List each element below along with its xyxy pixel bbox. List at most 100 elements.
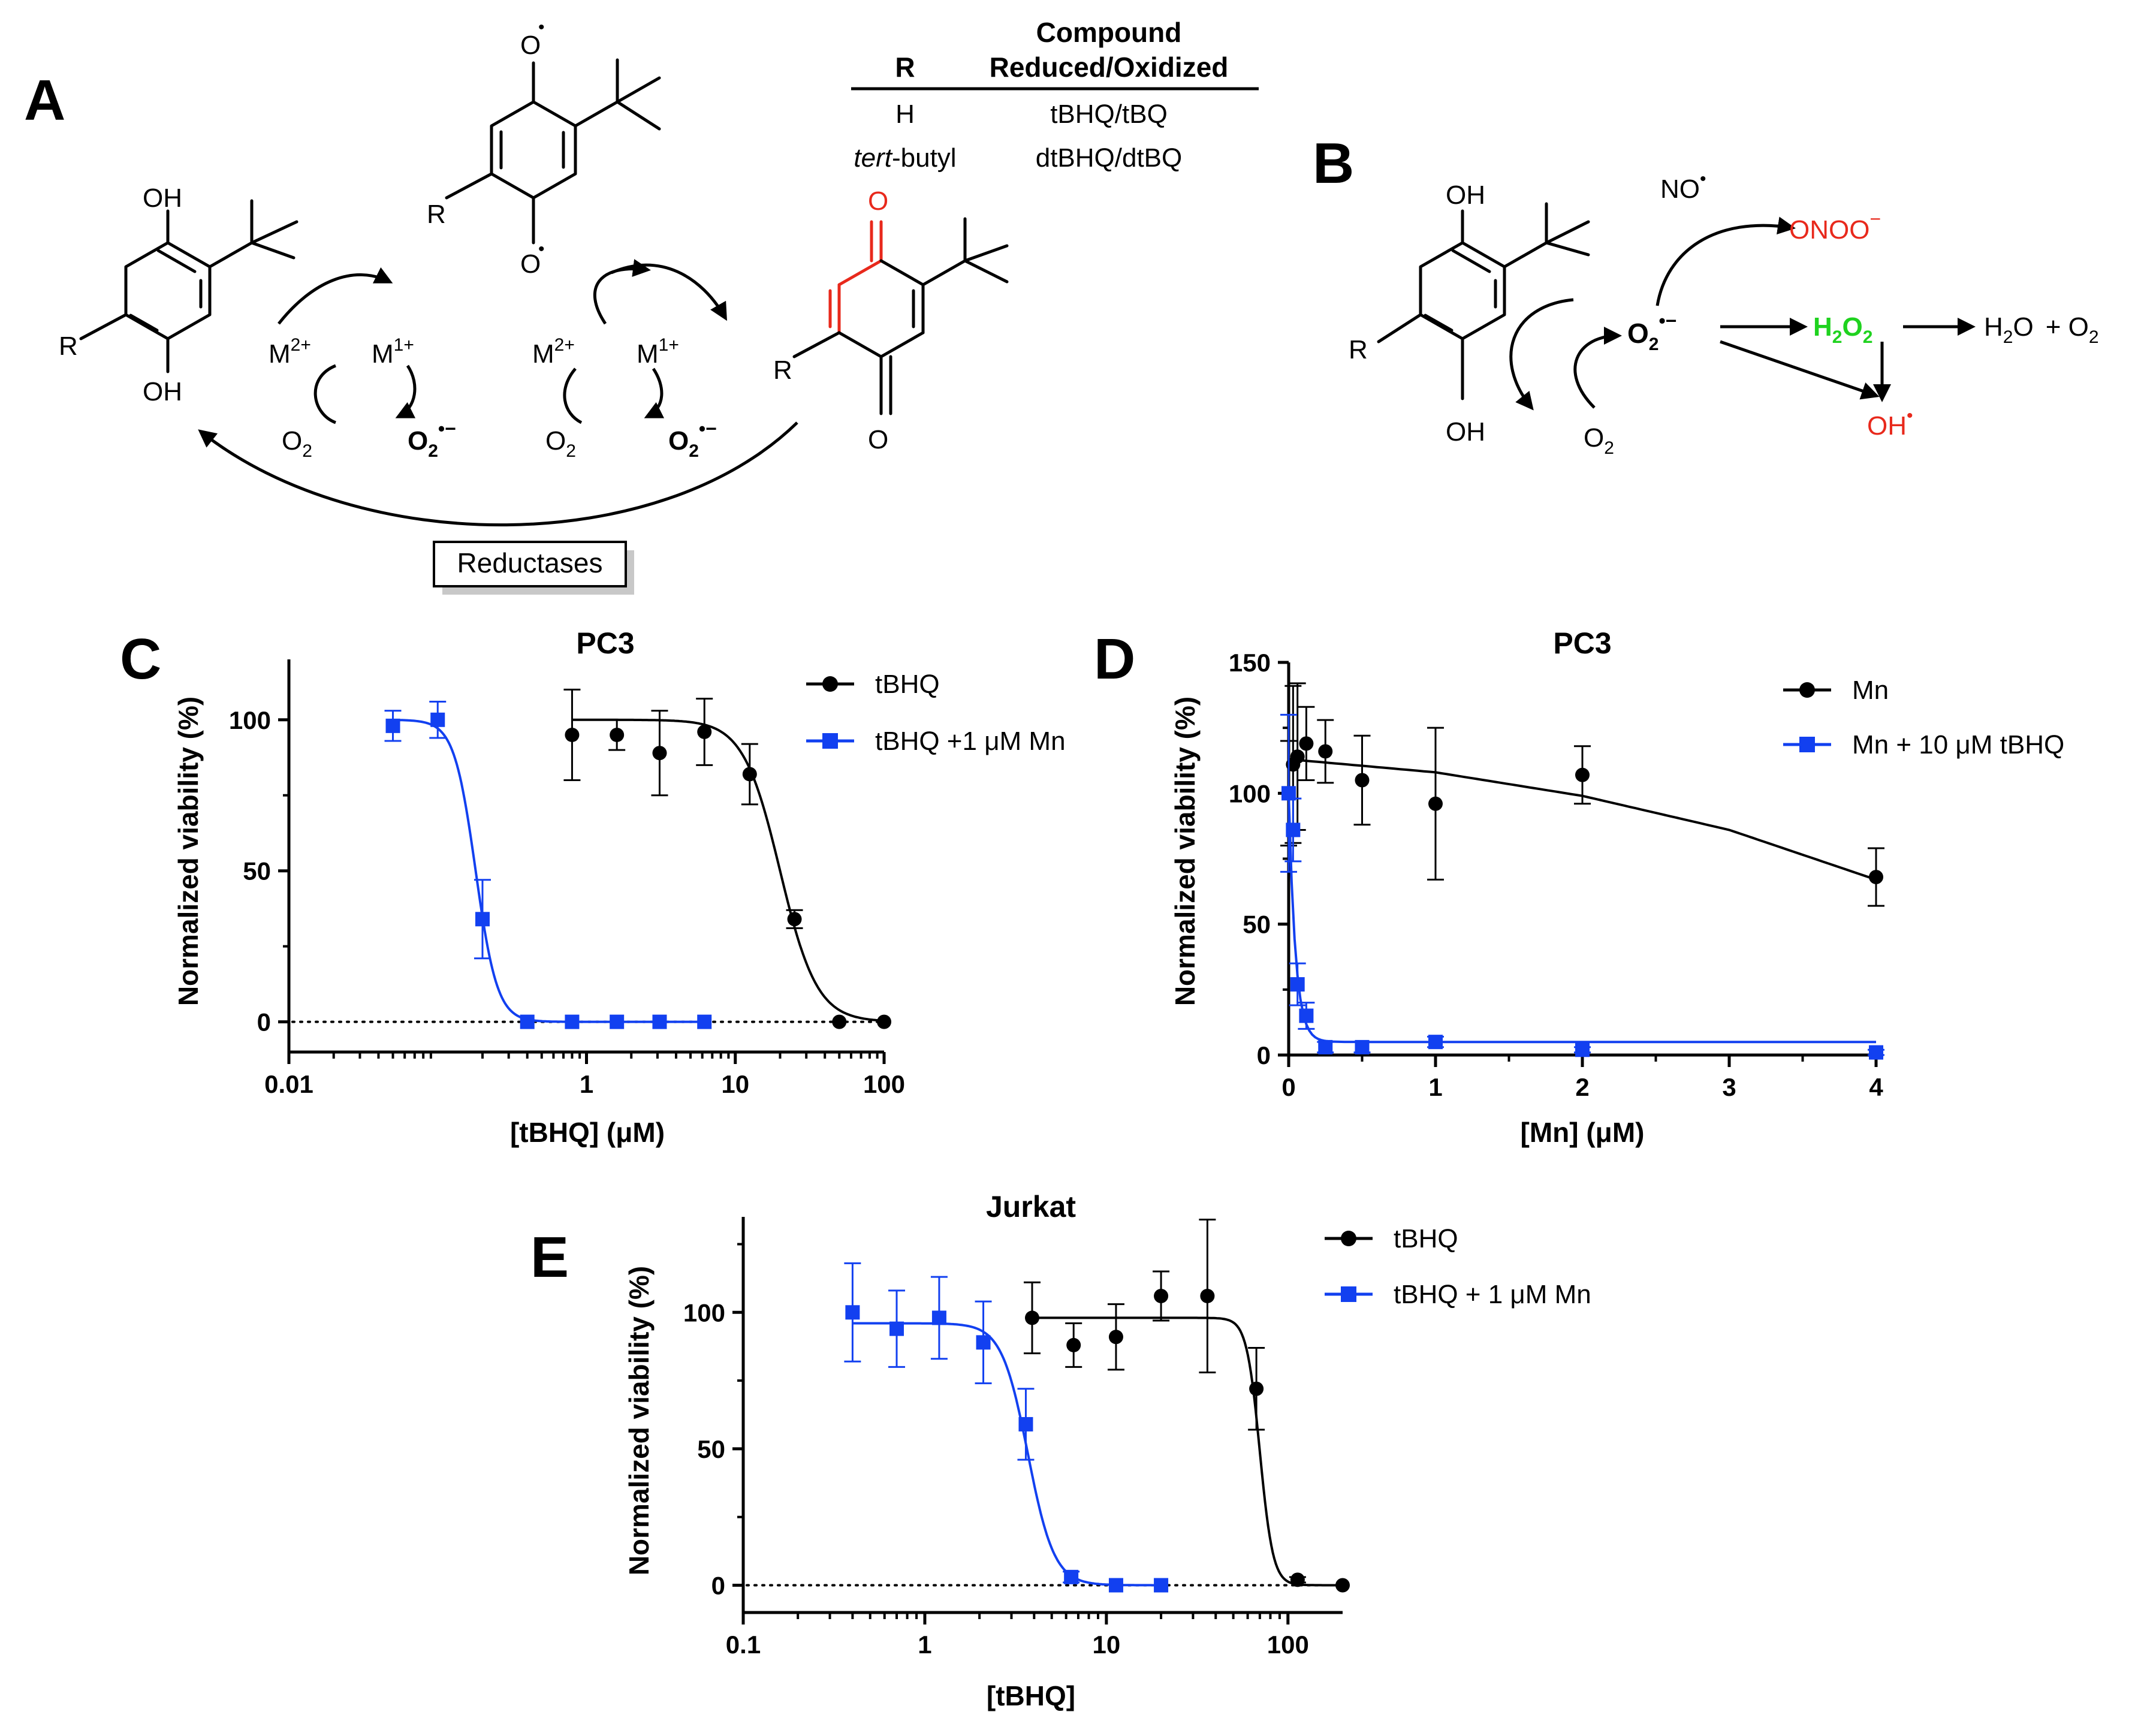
- data-point: [832, 1014, 847, 1029]
- data-point: [697, 1014, 712, 1029]
- superoxide-label: O2•−: [408, 418, 456, 461]
- quinone-structure: O O R: [773, 186, 1009, 454]
- data-point: [1355, 1039, 1370, 1054]
- chart-e-ylabel: Normalized viability (%): [623, 1266, 655, 1575]
- chart-e-title: Jurkat: [986, 1190, 1076, 1223]
- data-point: [742, 767, 757, 782]
- data-point: [889, 1321, 904, 1336]
- chart-e: E Jurkat Normalized viability (%) [tBHQ]…: [530, 1190, 1591, 1711]
- x-tick-label: 0.01: [264, 1070, 313, 1098]
- fit-curve: [572, 718, 885, 1022]
- data-point: [1355, 773, 1370, 788]
- data-point: [1428, 1035, 1443, 1050]
- o-label-bottom: O: [868, 425, 888, 454]
- oxidation-arrow: [1573, 327, 1622, 409]
- y-tick-label: 150: [1229, 649, 1271, 677]
- reduction-arrow: [1509, 298, 1574, 411]
- oh-label-bottom: OH: [1446, 417, 1485, 447]
- chart-c-ylabel: Normalized viability (%): [173, 697, 204, 1006]
- panel-letter-b: B: [1313, 131, 1354, 195]
- hydroquinone-structure: OH OH R: [59, 183, 298, 406]
- data-point: [610, 727, 625, 742]
- fit-curve: [1287, 793, 1876, 1044]
- data-point: [931, 1310, 946, 1325]
- panel-letter-d: D: [1094, 627, 1135, 691]
- scheme-b: B OH OH R O2 O2•− NO• ONOO− H2O2 H2O+ O2: [1313, 131, 2099, 458]
- table-row-r: tert-butyl: [854, 143, 956, 173]
- water-oxygen-label: H2O+ O2: [1984, 312, 2099, 347]
- y-tick-label: 100: [683, 1298, 725, 1327]
- data-point: [1154, 1578, 1169, 1593]
- data-point: [1869, 870, 1883, 885]
- panel-letter-a: A: [24, 68, 65, 132]
- data-point: [652, 746, 667, 761]
- x-tick-label: 1: [1428, 1073, 1442, 1101]
- panel-letter-e: E: [530, 1225, 569, 1289]
- data-point: [1318, 1039, 1333, 1054]
- reductase-arrow: [198, 421, 798, 527]
- oh-label-bottom: OH: [143, 377, 182, 406]
- y-tick-label: 0: [257, 1008, 271, 1036]
- x-tick-label: 10: [1093, 1630, 1121, 1659]
- chart-d-xlabel: [Mn] (μM): [1521, 1117, 1645, 1148]
- hydroxyl-radical-label: OH•: [1867, 406, 1913, 441]
- metal-2plus: M2+: [532, 335, 575, 369]
- data-point: [1575, 767, 1590, 782]
- fit-curve: [393, 719, 705, 1023]
- table-header-redox: Reduced/Oxidized: [990, 52, 1229, 83]
- data-point: [1299, 736, 1314, 751]
- peroxynitrite-label: ONOO−: [1789, 208, 1881, 245]
- data-point: [520, 1014, 535, 1029]
- x-tick-label: 4: [1869, 1073, 1883, 1101]
- legend-label: tBHQ: [875, 670, 940, 699]
- oh-label-top: OH: [143, 183, 182, 213]
- x-tick-label: 1: [918, 1630, 931, 1659]
- o-radical-bottom: O: [520, 249, 541, 279]
- data-point: [1249, 1381, 1264, 1396]
- x-tick-label: 0.1: [726, 1630, 761, 1659]
- y-tick-label: 50: [243, 857, 271, 885]
- y-tick-label: 0: [1257, 1041, 1271, 1069]
- metal-1plus: M1+: [372, 335, 414, 369]
- redox-cycle-1: M2+ M1+ O2 O2•−: [269, 267, 456, 461]
- radical-dot-top: •: [538, 17, 545, 37]
- chart-c-title: PC3: [576, 626, 634, 660]
- data-point: [1290, 1572, 1305, 1587]
- data-point: [1318, 744, 1333, 759]
- o-label-top: O: [868, 186, 888, 216]
- data-point: [475, 912, 490, 927]
- peroxynitrite-arrow: [1655, 216, 1796, 306]
- r-label: R: [773, 355, 792, 385]
- semiquinone-structure: O • O • R: [427, 17, 661, 279]
- data-point: [1290, 977, 1305, 992]
- data-point: [565, 1014, 580, 1029]
- x-tick-label: 3: [1722, 1073, 1736, 1101]
- data-point: [877, 1014, 891, 1029]
- data-point: [1575, 1042, 1590, 1057]
- reductases-label: Reductases: [457, 547, 603, 578]
- metal-1plus: M1+: [637, 335, 679, 369]
- data-point: [1290, 749, 1305, 764]
- y-tick-label: 100: [229, 706, 271, 734]
- legend: tBHQ tBHQ +1 μM Mn: [806, 670, 1066, 756]
- data-point: [1064, 1569, 1079, 1584]
- data-point: [1335, 1578, 1350, 1593]
- data-point: [1286, 822, 1301, 837]
- x-tick-label: 2: [1575, 1073, 1589, 1101]
- chart-d-title: PC3: [1553, 626, 1611, 660]
- table-header-r: R: [895, 52, 915, 83]
- data-point: [652, 1014, 667, 1029]
- redox-cycle-2: M2+ M1+ O2 O2•−: [532, 259, 727, 461]
- legend-label: Mn + 10 μM tBHQ: [1852, 730, 2064, 760]
- legend-label: tBHQ +1 μM Mn: [875, 727, 1066, 756]
- y-tick-label: 0: [711, 1571, 725, 1599]
- chart-e-xlabel: [tBHQ]: [987, 1680, 1075, 1711]
- data-point: [1018, 1416, 1033, 1431]
- x-tick-label: 1: [580, 1070, 593, 1098]
- panel-letter-c: C: [120, 627, 161, 691]
- x-tick-label: 100: [1267, 1630, 1309, 1659]
- h2o2-label: H2O2: [1813, 312, 1872, 347]
